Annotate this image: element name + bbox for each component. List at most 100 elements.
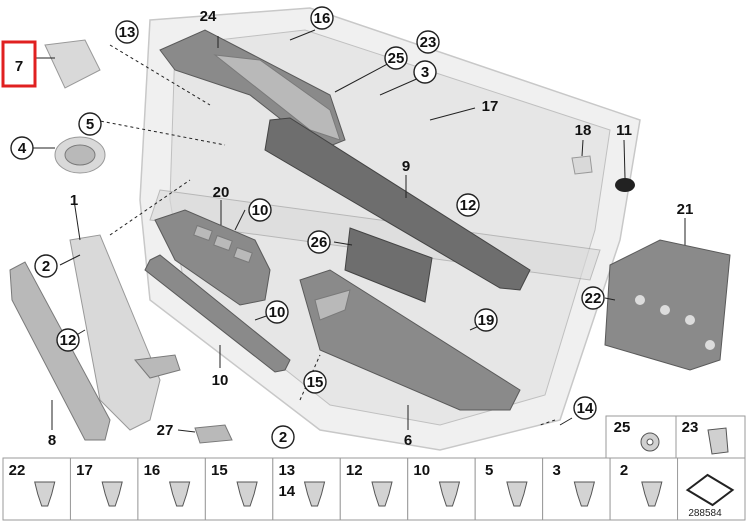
lower-trim-strip bbox=[144, 254, 291, 373]
pull-handle bbox=[9, 261, 111, 441]
bottom-cell-label: 12 bbox=[346, 462, 363, 479]
callout-circle bbox=[34, 254, 58, 278]
bottom-cell-label-2: 14 bbox=[278, 483, 295, 500]
callout-1: 1 bbox=[70, 192, 78, 209]
callout-label: 11 bbox=[616, 122, 632, 139]
bottom-cell-12: 12 bbox=[339, 457, 409, 521]
bottom-cell-3: 3 bbox=[542, 457, 611, 521]
callout-circle bbox=[310, 6, 334, 30]
callout-label: 3 bbox=[421, 64, 429, 81]
callout-label: 2 bbox=[279, 429, 287, 446]
side-cell-label-25: 25 bbox=[614, 419, 631, 436]
figure-number: 288584 bbox=[688, 508, 722, 519]
callout-label: 10 bbox=[269, 304, 286, 321]
callout-19: 19 bbox=[474, 308, 498, 332]
fastener-icon bbox=[371, 481, 393, 507]
bottom-cell-label: 10 bbox=[413, 462, 430, 479]
callout-26: 26 bbox=[307, 230, 331, 254]
callout-label: 16 bbox=[314, 10, 331, 27]
callout-18: 18 bbox=[575, 122, 592, 139]
fastener-icon bbox=[303, 481, 326, 507]
callout-10: 10 bbox=[248, 198, 272, 222]
plug-11 bbox=[615, 178, 635, 192]
callout-10: 10 bbox=[265, 300, 289, 324]
callout-label: 4 bbox=[18, 140, 27, 157]
fastener-icon bbox=[101, 481, 123, 507]
bottom-cell-22: 22 bbox=[2, 457, 71, 521]
insulation-block bbox=[604, 239, 731, 371]
callout-27: 27 bbox=[157, 422, 174, 439]
bottom-cell-2: 2 bbox=[609, 457, 679, 521]
callout-12: 12 bbox=[456, 193, 480, 217]
direction-arrow-icon bbox=[685, 473, 735, 507]
bottom-cell-5: 5 bbox=[474, 457, 544, 521]
callout-label: 18 bbox=[575, 122, 592, 139]
clip-18 bbox=[571, 155, 593, 175]
callout-9: 9 bbox=[402, 158, 410, 175]
fastener-icon bbox=[438, 481, 461, 507]
callout-circle bbox=[307, 230, 331, 254]
callout-label: 13 bbox=[119, 24, 136, 41]
bottom-cell-label: 5 bbox=[485, 462, 493, 479]
bottom-cell-label: 13 bbox=[278, 462, 295, 479]
callout-label: 25 bbox=[388, 50, 405, 67]
callout-2: 2 bbox=[271, 425, 295, 449]
fastener-icon bbox=[641, 481, 663, 507]
callout-circle bbox=[10, 136, 34, 160]
callout-label: 14 bbox=[577, 400, 594, 417]
callout-10: 10 bbox=[212, 372, 229, 389]
callout-circle bbox=[474, 308, 498, 332]
side-cell-label-23: 23 bbox=[682, 419, 699, 436]
callout-label: 23 bbox=[420, 34, 437, 51]
side-parts: 25 23 bbox=[605, 415, 746, 459]
callout-circle bbox=[56, 328, 80, 352]
bottom-cell-17: 17 bbox=[69, 457, 139, 521]
callout-circle bbox=[581, 286, 605, 310]
grab-handle-bar bbox=[69, 234, 181, 431]
callout-6: 6 bbox=[404, 432, 412, 449]
callout-label: 12 bbox=[60, 332, 77, 349]
spring-clip-icon bbox=[640, 432, 660, 452]
callout-16: 16 bbox=[310, 6, 334, 30]
callout-23: 23 bbox=[416, 30, 440, 54]
callout-21: 21 bbox=[677, 201, 694, 218]
callout-circle bbox=[78, 112, 102, 136]
bracket-27 bbox=[194, 424, 233, 444]
callout-circle bbox=[115, 20, 139, 44]
callout-label: 17 bbox=[482, 98, 499, 115]
callout-circle bbox=[456, 193, 480, 217]
callout-label: 19 bbox=[478, 312, 495, 329]
callout-4: 4 bbox=[10, 136, 34, 160]
callout-14: 14 bbox=[573, 396, 597, 420]
cover-cap bbox=[44, 39, 101, 89]
callout-13: 13 bbox=[115, 20, 139, 44]
callout-3: 3 bbox=[413, 60, 437, 84]
callout-12: 12 bbox=[56, 328, 80, 352]
callout-label: 8 bbox=[48, 432, 56, 449]
callout-25: 25 bbox=[384, 46, 408, 70]
leader-lines bbox=[28, 29, 686, 433]
callout-7: 7 bbox=[15, 58, 23, 75]
fastener-icon bbox=[168, 481, 191, 507]
fastener-icon bbox=[34, 481, 56, 507]
callout-circle bbox=[271, 425, 295, 449]
callout-label: 21 bbox=[677, 201, 694, 218]
callout-label: 26 bbox=[311, 234, 328, 251]
map-pocket bbox=[299, 269, 521, 411]
callout-circle bbox=[384, 46, 408, 70]
bottom-cell-label: 2 bbox=[620, 462, 628, 479]
callout-label: 24 bbox=[200, 8, 217, 25]
speaker-cover bbox=[344, 227, 433, 303]
armrest-strip bbox=[264, 117, 531, 291]
callout-circle bbox=[413, 60, 437, 84]
direction-arrow-cell bbox=[685, 473, 735, 507]
callout-15: 15 bbox=[303, 370, 327, 394]
bottom-cell-label: 22 bbox=[9, 462, 26, 479]
callout-label: 27 bbox=[157, 422, 174, 439]
bottom-cell-16: 16 bbox=[137, 457, 206, 521]
callout-label: 12 bbox=[460, 197, 477, 214]
callout-label: 2 bbox=[42, 258, 50, 275]
